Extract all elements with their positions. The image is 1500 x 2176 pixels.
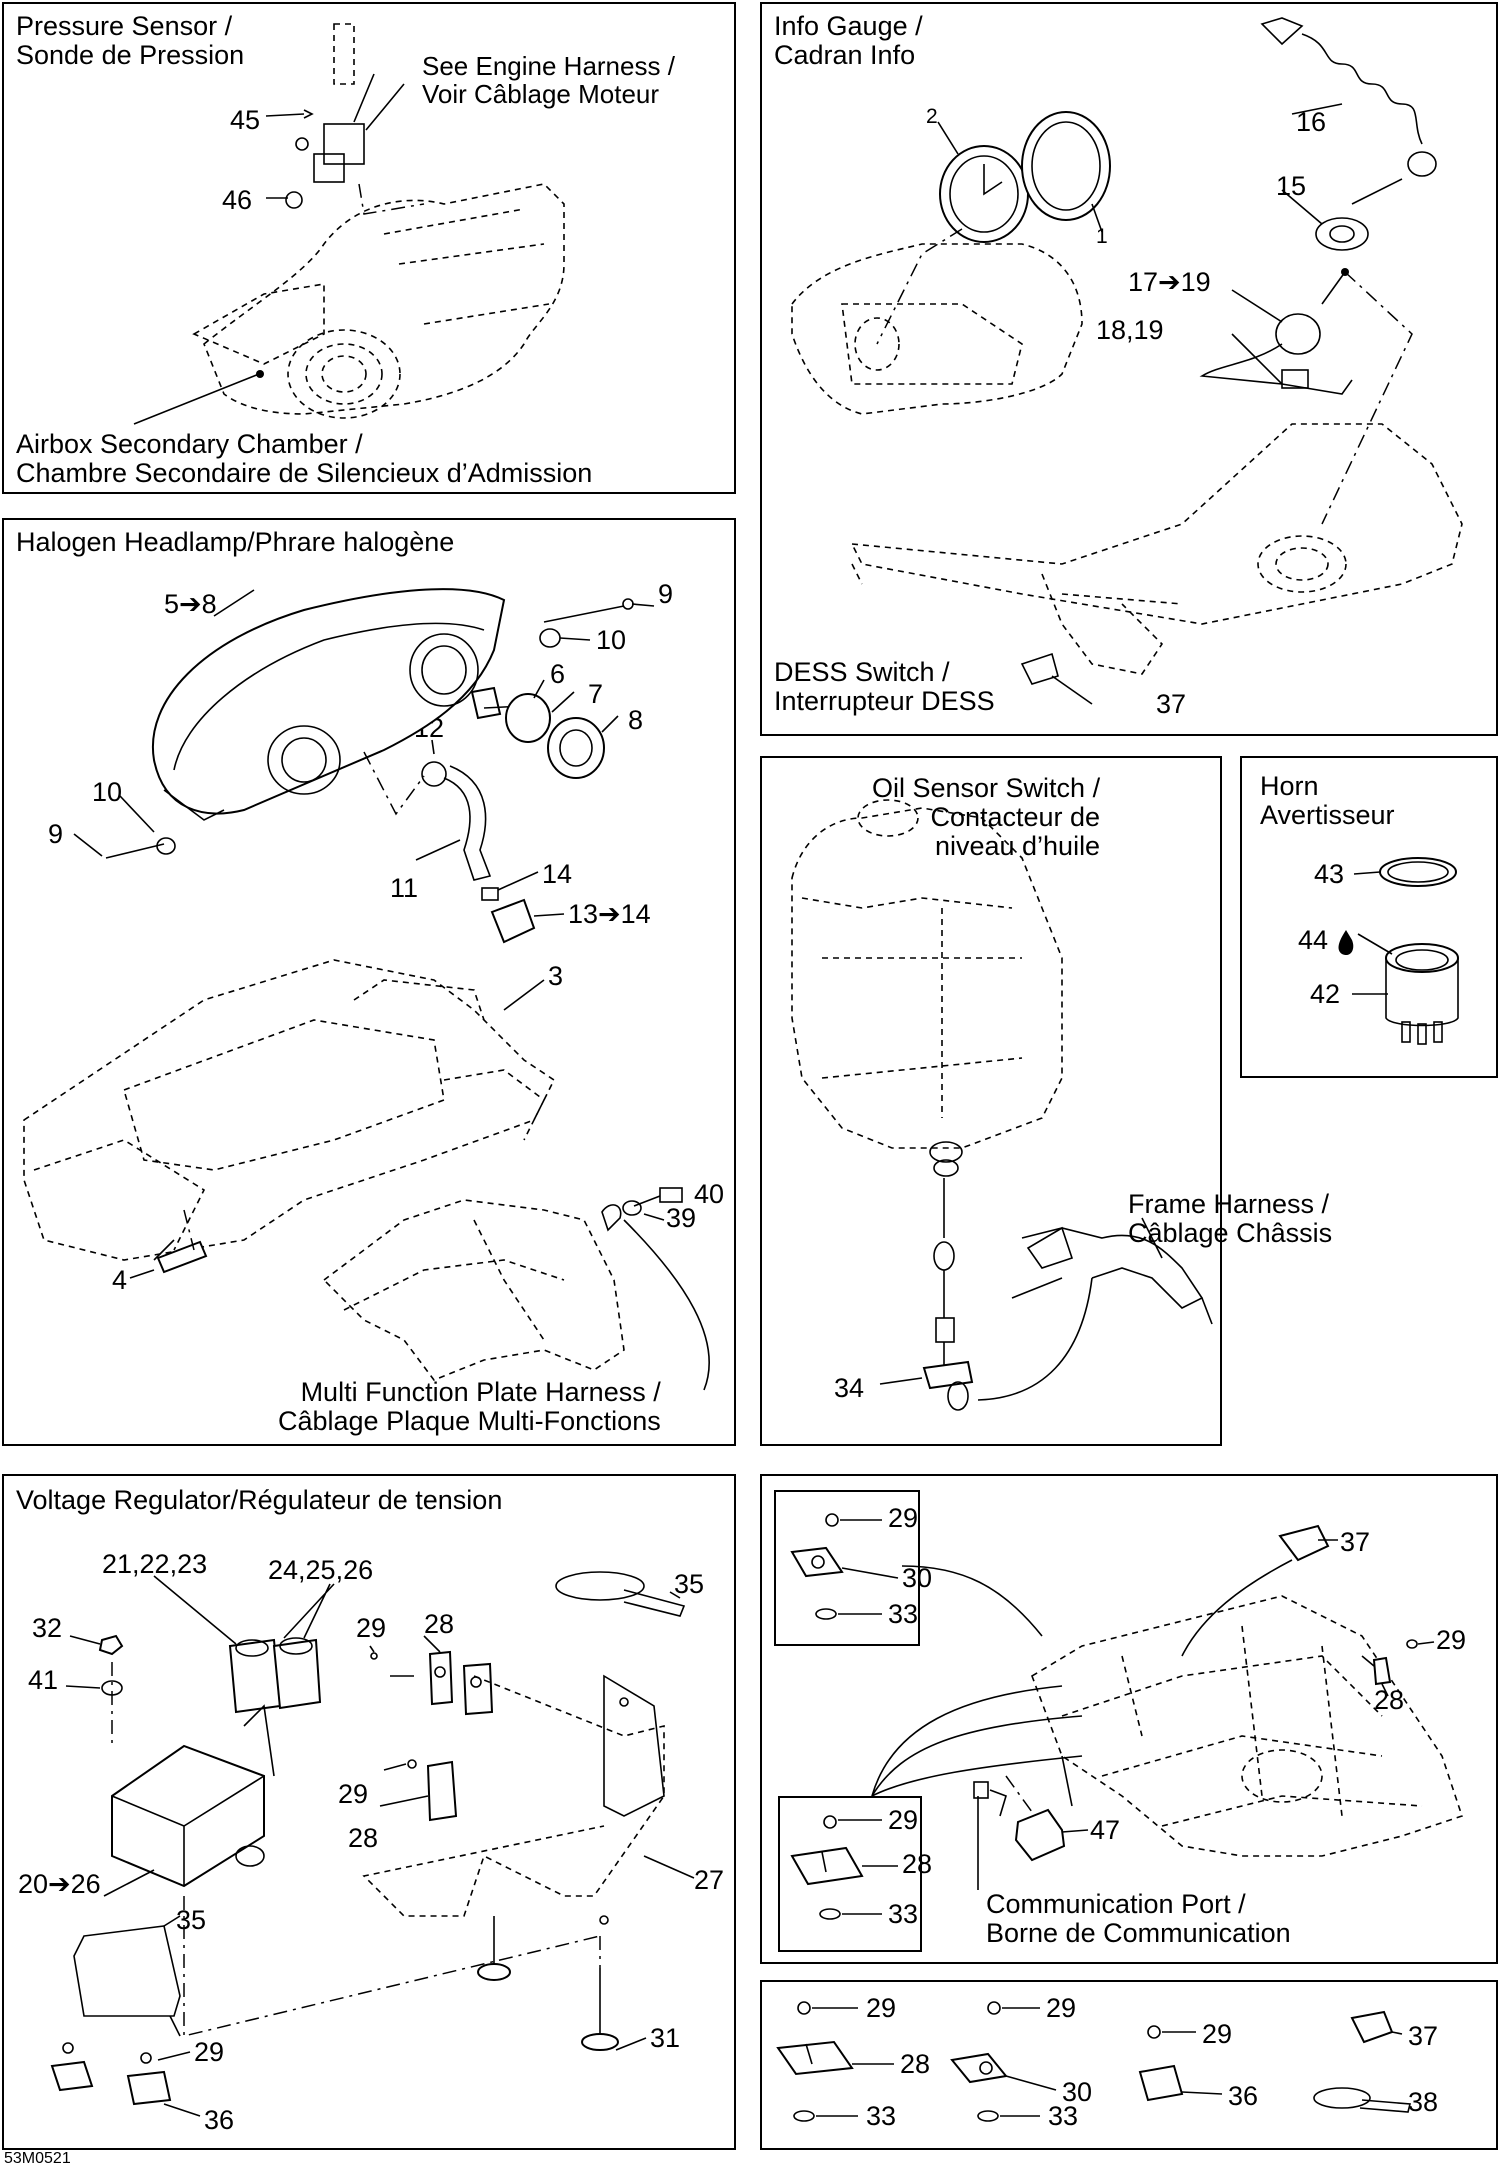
communication-port-panel: Communication Port / Borne de Communicat… (760, 1474, 1498, 1964)
comm-part-28-b: 28 (902, 1849, 933, 1879)
comm-part-33-b: 33 (888, 1899, 919, 1929)
frame-harness-label: Frame Harness / Câblage Châssis (1128, 1189, 1333, 1248)
part-24-25-26: 24,25,26 (268, 1555, 374, 1585)
headlamp-drawing (23, 588, 710, 1391)
comm-part-47: 47 (1090, 1815, 1121, 1845)
part-8: 8 (628, 705, 644, 735)
fastener-legend-panel: 29 28 33 29 30 33 29 36 37 38 (760, 1980, 1498, 2150)
halogen-headlamp-title: Halogen Headlamp/Phrare halogène (16, 527, 455, 557)
comm-part-37: 37 (1340, 1527, 1371, 1557)
part-29-c: 29 (194, 2037, 225, 2067)
part-13-14: 13➔14 (568, 899, 651, 929)
part-11: 11 (390, 873, 419, 903)
oil-drop-icon (1338, 930, 1354, 956)
part-21-22-23: 21,22,23 (102, 1549, 208, 1579)
part-29-b: 29 (338, 1779, 369, 1809)
pressure-sensor-title: Pressure Sensor / Sonde de Pression (16, 11, 245, 70)
horn-drawing (1338, 857, 1459, 1045)
legend-part-33-b: 33 (1048, 2101, 1079, 2131)
part-6: 6 (550, 659, 566, 689)
part-17-19: 17➔19 (1128, 267, 1211, 297)
dess-switch-label: DESS Switch / Interrupteur DESS (774, 657, 995, 716)
legend-part-30: 30 (1062, 2077, 1093, 2107)
part-39: 39 (666, 1203, 697, 1233)
part-29-a: 29 (356, 1613, 387, 1643)
part-3: 3 (548, 961, 564, 991)
legend-part-33-a: 33 (866, 2101, 897, 2131)
legend-part-29-b: 29 (1046, 1993, 1077, 2023)
comm-part-29-c: 29 (888, 1805, 919, 1835)
part-31: 31 (650, 2023, 681, 2053)
airbox-drawing (133, 23, 565, 425)
voltage-regulator-drawing (50, 1571, 695, 2117)
horn-title: Horn Avertisseur (1260, 771, 1395, 830)
part-18-19: 18,19 (1096, 315, 1164, 345)
multi-function-plate-label: Multi Function Plate Harness / Câblage P… (278, 1377, 661, 1436)
part-28-b: 28 (348, 1823, 379, 1853)
info-gauge-drawing (791, 17, 1463, 705)
inset-box-top (774, 1490, 920, 1646)
comm-part-29-a: 29 (888, 1503, 919, 1533)
part-10-left: 10 (92, 777, 123, 807)
part-9-top: 9 (658, 579, 674, 609)
part-4: 4 (112, 1265, 128, 1295)
halogen-headlamp-panel: Halogen Headlamp/Phrare halogène Multi F… (2, 518, 736, 1446)
legend-part-36: 36 (1228, 2081, 1259, 2111)
info-gauge-title: Info Gauge / Cadran Info (774, 11, 923, 70)
part-14: 14 (542, 859, 573, 889)
part-28-a: 28 (424, 1609, 455, 1639)
legend-part-29-c: 29 (1202, 2019, 1233, 2049)
part-43: 43 (1314, 859, 1345, 889)
part-15: 15 (1276, 171, 1307, 201)
part-34: 34 (834, 1373, 865, 1403)
part-1: 1 (1096, 225, 1108, 248)
airbox-label: Airbox Secondary Chamber / Chambre Secon… (16, 429, 593, 488)
part-35-bottom: 35 (176, 1905, 207, 1935)
part-10-top: 10 (596, 625, 627, 655)
legend-part-29-a: 29 (866, 1993, 897, 2023)
part-40: 40 (694, 1179, 725, 1209)
drawing-code: 53M0521 (4, 2150, 71, 2167)
voltage-regulator-panel: Voltage Regulator/Régulateur de tension … (2, 1474, 736, 2150)
part-27: 27 (694, 1865, 725, 1895)
part-35-top: 35 (674, 1569, 705, 1599)
legend-part-38: 38 (1408, 2087, 1439, 2117)
part-41: 41 (28, 1665, 59, 1695)
pressure-sensor-panel: Pressure Sensor / Sonde de Pression See … (2, 2, 736, 494)
comm-part-33-a: 33 (888, 1599, 919, 1629)
part-2: 2 (926, 105, 938, 128)
comm-part-30: 30 (902, 1563, 933, 1593)
oil-sensor-panel: Oil Sensor Switch / Contacteur de niveau… (760, 756, 1332, 1446)
voltage-regulator-title: Voltage Regulator/Régulateur de tension (16, 1485, 503, 1515)
engine-harness-label: See Engine Harness / Voir Câblage Moteur (422, 51, 675, 109)
part-7: 7 (588, 679, 604, 709)
part-42: 42 (1310, 979, 1341, 1009)
part-32: 32 (32, 1613, 63, 1643)
comm-part-29-b: 29 (1436, 1625, 1467, 1655)
part-20-26: 20➔26 (18, 1869, 101, 1899)
part-9-left: 9 (48, 819, 64, 849)
part-46: 46 (222, 185, 253, 215)
legend-part-37: 37 (1408, 2021, 1439, 2051)
inset-box-bottom (778, 1796, 922, 1952)
communication-port-drawing (790, 1513, 1464, 1920)
oil-sensor-title: Oil Sensor Switch / Contacteur de niveau… (872, 773, 1101, 861)
fastener-legend-drawing (776, 2001, 1412, 2122)
part-36: 36 (204, 2105, 235, 2135)
part-45: 45 (230, 105, 261, 135)
part-37-dess: 37 (1156, 689, 1187, 719)
communication-port-label: Communication Port / Borne de Communicat… (986, 1889, 1291, 1948)
part-44: 44 (1298, 925, 1329, 955)
oil-tank-drawing (791, 799, 1213, 1411)
horn-panel: Horn Avertisseur 43 44 42 (1240, 756, 1498, 1078)
part-5-8: 5➔8 (164, 589, 217, 619)
info-gauge-panel: Info Gauge / Cadran Info DESS Switch / I… (760, 2, 1498, 736)
legend-part-28: 28 (900, 2049, 931, 2079)
